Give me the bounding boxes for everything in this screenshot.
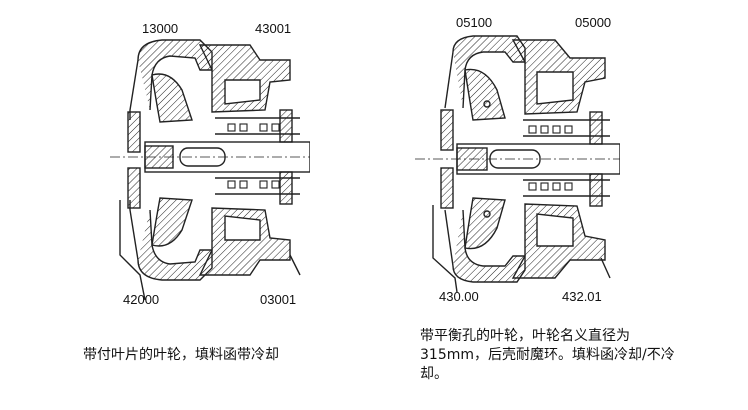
part-number-label: 05100 (456, 15, 493, 30)
part-number-label: 13000 (142, 21, 179, 36)
pump-section-drawing-right: 05100 05000 430.00 432.01 (405, 0, 620, 310)
figure-caption-left: 带付叶片的叶轮，填料函带冷却 (83, 347, 279, 363)
pump-section-drawing-left: 13000 43001 42000 03001 (100, 0, 310, 310)
part-number-label: 42000 (123, 292, 160, 307)
part-number-label: 430.00 (439, 289, 479, 304)
part-number-label: 43001 (255, 21, 292, 36)
part-number-label: 432.01 (562, 289, 602, 304)
part-number-label: 05000 (575, 15, 612, 30)
part-number-label: 03001 (260, 292, 297, 307)
pump-cross-section-left (110, 39, 310, 301)
pump-cross-section-right (415, 35, 620, 293)
figure-caption-right: 带平衡孔的叶轮，叶轮名义直径为315mm，后壳耐魔环。填料函冷却/不冷却。 (420, 328, 675, 382)
